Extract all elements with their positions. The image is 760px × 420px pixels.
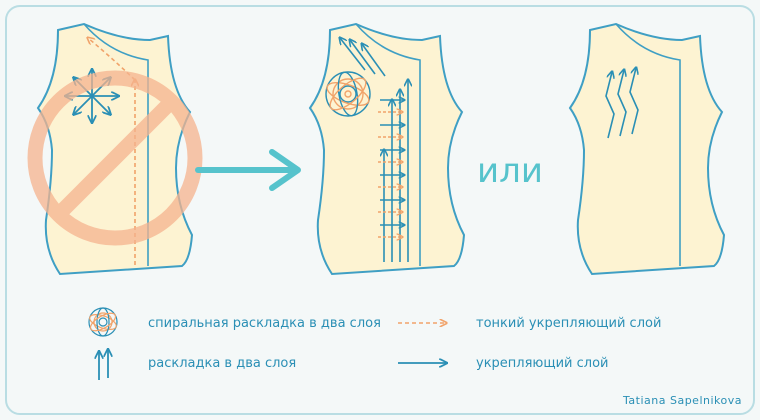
prohibition-icon [27, 70, 203, 246]
legend-thin-label: тонкий укрепляющий слой [476, 316, 661, 331]
separator-text: или [477, 151, 543, 191]
garment-prohibited [27, 22, 203, 276]
garment-3-front-edge [615, 23, 681, 266]
author-credit: Tatiana Sapelnikova [622, 394, 742, 407]
right-arrow-icon [195, 149, 301, 191]
legend-reinforcing-label: укрепляющий слой [476, 356, 609, 371]
legend-spiral-icon [88, 307, 118, 337]
garment-2-front-edge [355, 23, 421, 266]
neckline-arrows [340, 38, 386, 77]
garment-recommended [308, 22, 466, 276]
garment-3-body [568, 22, 726, 276]
garment-2-body [308, 22, 466, 276]
zigzag-arrows [605, 68, 638, 139]
garment-alternative [568, 22, 726, 276]
legend-double-label: раскладка в два слоя [148, 356, 296, 371]
legend-double-arrow-icon [99, 350, 108, 380]
thin-layer-curve [88, 38, 136, 81]
legend: спиральная раскладка в два слоя раскладк… [88, 307, 661, 380]
reinforcing-arrows [380, 100, 404, 225]
spiral-icon [325, 71, 371, 117]
thin-layer-arrows [378, 112, 402, 237]
legend-spiral-label: спиральная раскладка в два слоя [148, 316, 381, 331]
garment-1-front-edge [83, 23, 149, 266]
